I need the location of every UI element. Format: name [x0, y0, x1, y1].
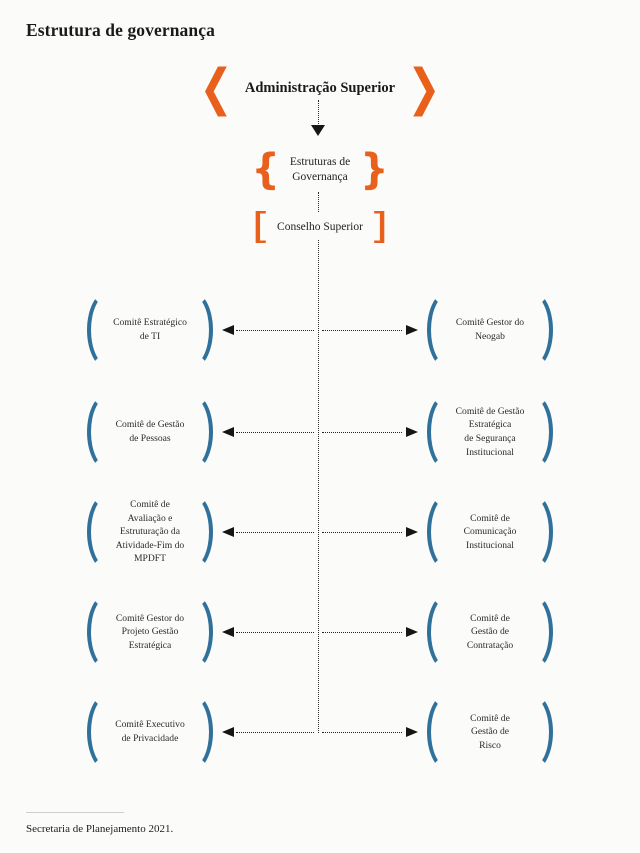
row-connector [0, 584, 640, 680]
paren-left-icon [427, 693, 469, 771]
committee-row: Comitê Estratégico de TI Comitê Gestor d… [0, 282, 640, 378]
paren-left-icon [427, 493, 469, 571]
connector-line-right [322, 632, 402, 633]
committee-node-right[interactable]: Comitê de Gestão Estratégica de Seguranç… [415, 384, 565, 480]
paren-right-icon [511, 593, 553, 671]
connector-line-right [322, 732, 402, 733]
committee-node-left[interactable]: Comitê Executivo de Privacidade [75, 684, 225, 780]
paren-left-icon [427, 593, 469, 671]
paren-right-icon [511, 393, 553, 471]
committee-row: Comitê Executivo de Privacidade Comitê d… [0, 684, 640, 780]
connector-line-right [322, 532, 402, 533]
node-conselho-superior[interactable]: [ Conselho Superior ] [0, 209, 640, 245]
connector-line-left [236, 632, 314, 633]
arrow-left-icon [222, 426, 234, 437]
committee-node-right[interactable]: Comitê de Gestão de Contratação [415, 584, 565, 680]
connector-line-left [236, 330, 314, 331]
committee-node-right[interactable]: Comitê de Gestão de Risco [415, 684, 565, 780]
paren-left-icon [87, 693, 129, 771]
paren-left-icon [427, 393, 469, 471]
connector-line-left [236, 732, 314, 733]
paren-right-icon [171, 693, 213, 771]
paren-left-icon [87, 291, 129, 369]
node-estruturas-de-governanca-label: Estruturas de Governança [289, 155, 351, 183]
arrow-left-icon [222, 726, 234, 737]
committee-label: Comitê de Gestão de Contratação [466, 612, 514, 651]
spine-segment-top [318, 100, 319, 126]
chevron-left-icon: ❮ [199, 59, 233, 117]
committee-label: Comitê Estratégico de TI [113, 317, 187, 342]
arrow-right-icon [406, 726, 418, 737]
paren-left-icon [87, 493, 129, 571]
paren-right-icon [511, 291, 553, 369]
row-connector [0, 282, 640, 378]
committee-node-left[interactable]: Comitê Gestor do Projeto Gestão Estratég… [75, 584, 225, 680]
square-bracket-right-icon: ] [369, 206, 389, 247]
committee-label: Comitê de Gestão de Risco [470, 712, 510, 751]
arrow-right-icon [406, 324, 418, 335]
committee-label: Comitê Gestor do Neogab [455, 317, 525, 342]
connector-line-right [322, 432, 402, 433]
arrow-left-icon [222, 526, 234, 537]
connector-line-right [322, 330, 402, 331]
paren-right-icon [511, 493, 553, 571]
paren-left-icon [427, 291, 469, 369]
row-connector [0, 684, 640, 780]
arrow-right-icon [406, 526, 418, 537]
arrow-right-icon [406, 626, 418, 637]
node-estruturas-de-governanca[interactable]: { Estruturas de Governança } [0, 145, 640, 195]
node-conselho-superior-label: Conselho Superior [277, 221, 363, 233]
committee-label: Comitê de Avaliação e Estruturação da At… [115, 498, 185, 565]
footer-divider [26, 812, 124, 813]
square-bracket-left-icon: [ [251, 206, 271, 247]
spine-segment-main [318, 240, 319, 733]
committee-node-left[interactable]: Comitê de Gestão de Pessoas [75, 384, 225, 480]
row-connector [0, 484, 640, 580]
paren-left-icon [87, 593, 129, 671]
paren-left-icon [87, 393, 129, 471]
paren-right-icon [511, 693, 553, 771]
arrow-left-icon [222, 324, 234, 335]
committee-node-left[interactable]: Comitê de Avaliação e Estruturação da At… [75, 484, 225, 580]
committee-node-right[interactable]: Comitê Gestor do Neogab [415, 282, 565, 378]
page-title: Estrutura de governança [26, 20, 215, 40]
brace-right-icon: } [360, 145, 389, 195]
spine-arrowhead-icon [311, 125, 325, 136]
arrow-left-icon [222, 626, 234, 637]
node-administracao-superior-label: Administração Superior [244, 79, 396, 96]
committee-row: Comitê de Gestão de Pessoas Comitê de Ge… [0, 384, 640, 480]
committee-row: Comitê Gestor do Projeto Gestão Estratég… [0, 584, 640, 680]
arrow-right-icon [406, 426, 418, 437]
chevron-right-icon: ❯ [407, 59, 441, 117]
committee-node-right[interactable]: Comitê de Comunicação Institucional [415, 484, 565, 580]
committee-label: Comitê Executivo de Privacidade [115, 719, 185, 744]
footer-caption: Secretaria de Planejamento 2021. [26, 823, 174, 835]
spine-segment-mid [318, 192, 319, 212]
committee-row: Comitê de Avaliação e Estruturação da At… [0, 484, 640, 580]
committee-label: Comitê de Comunicação Institucional [463, 512, 517, 551]
node-administracao-superior[interactable]: ❮ Administração Superior ❯ [0, 63, 640, 113]
paren-right-icon [171, 393, 213, 471]
connector-line-left [236, 532, 314, 533]
row-connector [0, 384, 640, 480]
committee-label: Comitê de Gestão Estratégica de Seguranç… [455, 405, 525, 458]
paren-right-icon [171, 493, 213, 571]
committee-node-left[interactable]: Comitê Estratégico de TI [75, 282, 225, 378]
committee-label: Comitê Gestor do Projeto Gestão Estratég… [115, 612, 185, 651]
paren-right-icon [171, 291, 213, 369]
paren-right-icon [171, 593, 213, 671]
connector-line-left [236, 432, 314, 433]
brace-left-icon: { [251, 145, 280, 195]
committee-label: Comitê de Gestão de Pessoas [115, 419, 185, 444]
